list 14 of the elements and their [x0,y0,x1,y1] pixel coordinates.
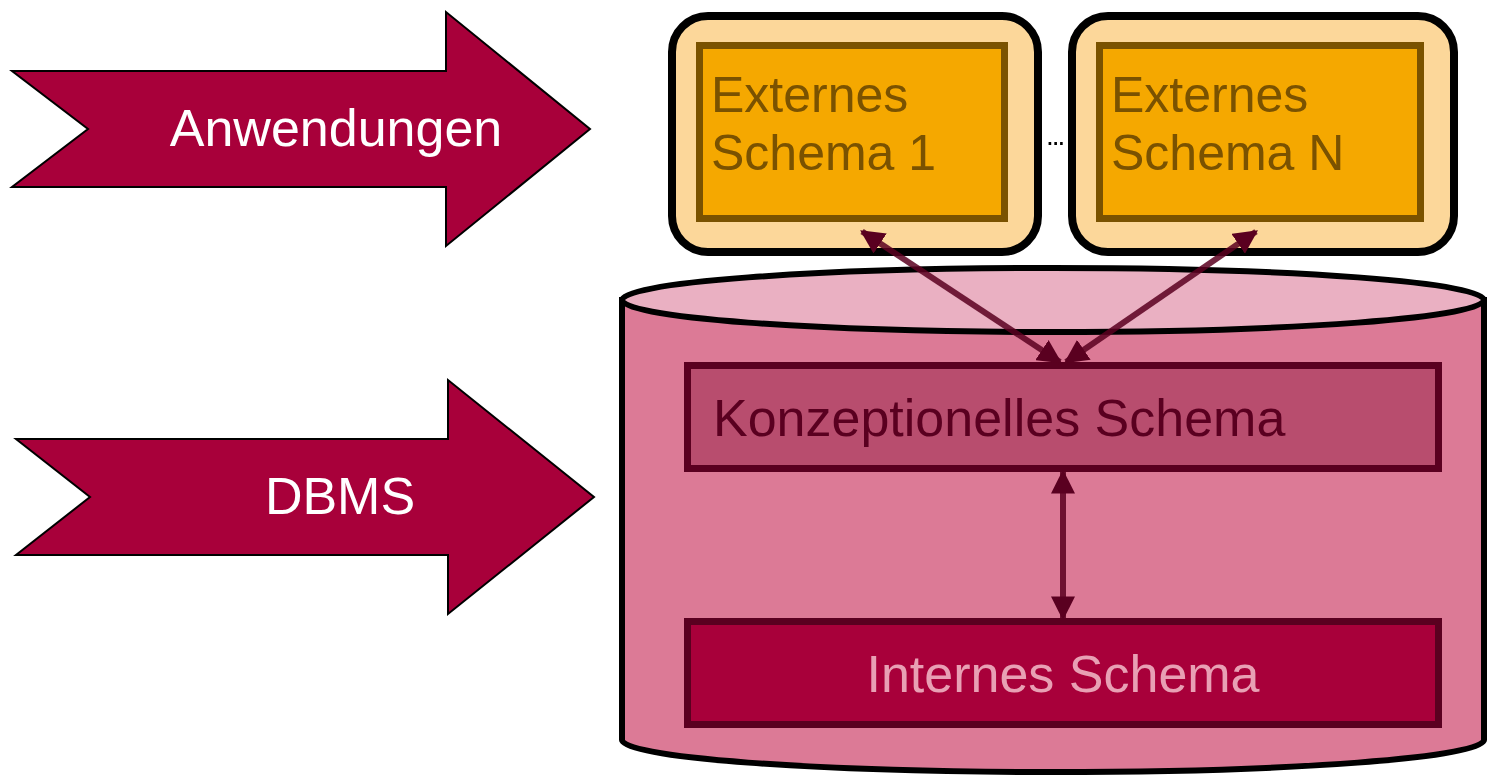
double-arrow [1064,229,1258,365]
schema-box [684,618,1442,728]
schema-title: Externes Schema N [1111,67,1346,182]
double-arrow [860,229,1062,365]
schema-box [684,362,1442,472]
schema-card [1068,12,1458,256]
layer-label: DBMS [263,467,417,527]
ellipsis-label: ... [1046,120,1064,152]
schema-title: Konzeptionelles Schema [713,389,1287,449]
schema-card [668,12,1042,256]
schema-title: Externes Schema 1 [711,67,938,182]
double-arrow [1051,469,1075,621]
layer-label: Anwendungen [168,99,504,159]
schema-title: Internes Schema [865,645,1261,705]
